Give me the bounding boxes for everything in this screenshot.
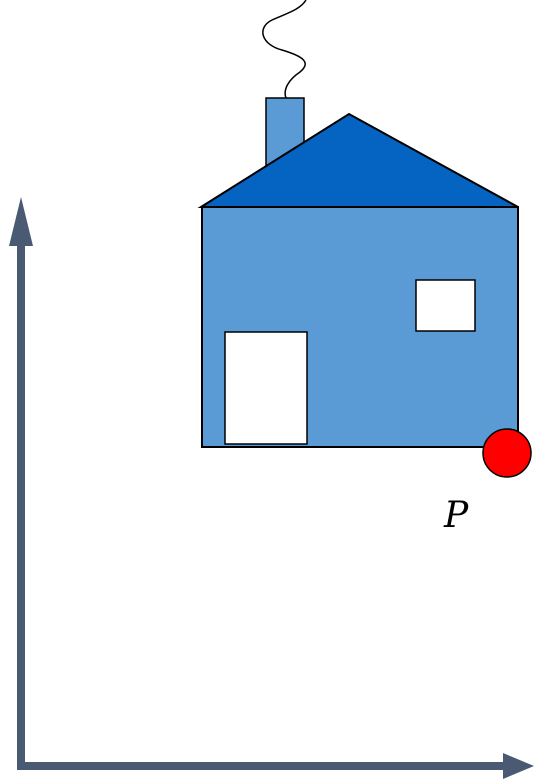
house-door (224, 331, 308, 445)
point-p-marker (482, 428, 532, 478)
chimney-smoke (262, 0, 307, 99)
point-p-label: P (443, 495, 469, 536)
y-axis-arrowhead-icon (9, 197, 33, 246)
coordinate-axes (9, 197, 534, 779)
x-axis-arrowhead-icon (503, 753, 534, 779)
house-window (415, 279, 476, 332)
house-roof (197, 112, 519, 208)
house (197, 0, 519, 448)
